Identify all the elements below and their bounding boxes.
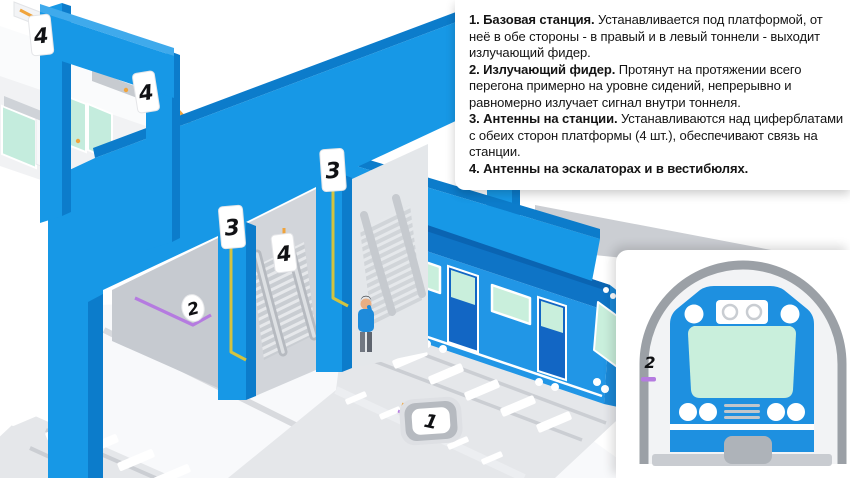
tunnel-wall: 2	[112, 238, 218, 388]
glass-panel	[1, 104, 37, 170]
marker-4-label: 4	[274, 241, 292, 267]
headlight	[767, 403, 785, 421]
feeder-cable	[134, 296, 212, 327]
base-station-hatch: 1	[397, 396, 463, 446]
marker-4-label: 4	[32, 23, 50, 49]
marker-1-label: 1	[422, 410, 440, 434]
train-front	[670, 286, 814, 464]
legend-item-4-title: 4. Антенны на эскалаторах и в вестибюлях…	[469, 160, 749, 176]
feeder-dash	[641, 377, 656, 382]
escalator-opening: 4	[246, 189, 319, 400]
headlight	[601, 385, 609, 393]
train-wheels	[423, 340, 559, 391]
right-track	[228, 310, 630, 478]
marker-2-inset-label: 2	[644, 353, 655, 372]
station-arch	[48, 0, 520, 478]
legend-item-4: 4. Антенны на эскалаторах и в вестибюлях…	[469, 161, 844, 178]
legend-item-3-title: 3. Антенны на станции.	[469, 111, 618, 126]
legend-item-3: 3. Антенны на станции. Устанавливаются н…	[469, 111, 844, 161]
marker-3-label: 3	[325, 158, 342, 184]
tunnel-inset-svg: 2	[639, 260, 847, 466]
top-light	[780, 304, 800, 324]
marker-3-label: 3	[223, 215, 240, 241]
windshield-front	[688, 326, 796, 398]
top-light	[684, 304, 704, 324]
person	[358, 295, 374, 352]
marker-4-vestibule-b: 4	[132, 70, 160, 114]
marker-4-label: 4	[136, 80, 155, 106]
legend-panel: 1. Базовая станция. Устанавливается под …	[455, 0, 850, 190]
train-doors	[447, 264, 567, 382]
legend-item-1-text: Устанавливается под платформой, от неё в…	[469, 12, 823, 60]
tunnel-cross-section-inset: 2	[616, 250, 850, 478]
antenna-cables	[229, 189, 349, 362]
legend-item-3-text: Устанавливаются над циферблатами с обеих…	[469, 111, 844, 159]
headlight	[787, 403, 805, 421]
legend-item-1-title: 1. Базовая станция.	[469, 12, 595, 27]
marker-4-escalator: 4	[270, 232, 298, 274]
coupler	[724, 436, 772, 464]
turnstile	[4, 96, 44, 122]
marker-2-tunnel: 2	[181, 294, 205, 322]
headlight	[679, 403, 697, 421]
legend-item-2-text: Протянут на протяжении всего перегона пр…	[469, 61, 802, 110]
legend-item-1: 1. Базовая станция. Устанавливается под …	[469, 12, 844, 62]
marker-3-station-right: 3	[319, 147, 347, 193]
marker-3-station-left: 3	[218, 204, 246, 250]
marker-2-label: 2	[185, 298, 201, 320]
legend-item-2-title: 2. Излучающий фидер.	[469, 61, 616, 77]
headlight	[593, 378, 601, 386]
legend-item-2: 2. Излучающий фидер. Протянут на протяже…	[469, 62, 844, 112]
headlight	[699, 403, 717, 421]
turnstile	[92, 70, 140, 99]
marker-4-vestibule-a: 4	[27, 13, 55, 57]
